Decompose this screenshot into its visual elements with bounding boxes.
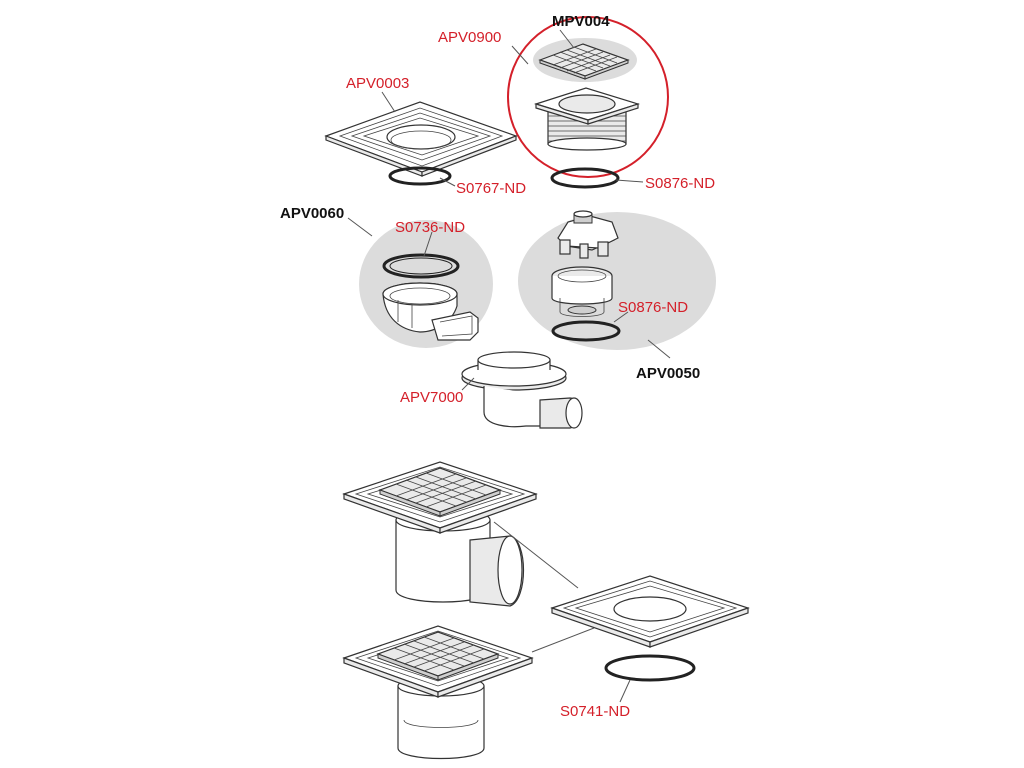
label-s0876-top: S0876-ND — [645, 175, 715, 192]
leader-lines — [347, 29, 671, 703]
mpv004-grate — [538, 43, 630, 80]
assembled-drain-upper — [342, 461, 538, 607]
exploded-flange — [550, 575, 750, 648]
label-s0767: S0767-ND — [456, 180, 526, 197]
assembled-drain-lower — [342, 625, 534, 760]
s0741-ring — [604, 654, 696, 682]
apv0060-assembly — [359, 220, 493, 348]
label-apv0003: APV0003 — [346, 75, 409, 92]
apv0900-assembly — [507, 16, 669, 178]
label-s0876-mid: S0876-ND — [618, 299, 688, 316]
apv0003-flange — [324, 101, 518, 177]
label-mpv004: MPV004 — [552, 13, 610, 30]
label-apv0060: APV0060 — [280, 205, 344, 222]
label-apv7000: APV7000 — [400, 389, 463, 406]
s0876-mid-ring — [551, 320, 621, 342]
s0736-seal — [382, 253, 460, 279]
s0767-ring — [388, 166, 452, 186]
connector-line-upper — [493, 521, 579, 589]
label-s0741: S0741-ND — [560, 703, 630, 720]
connector-line-lower — [531, 627, 595, 653]
label-apv0900: APV0900 — [438, 29, 501, 46]
label-s0736: S0736-ND — [395, 219, 465, 236]
s0876-top-ring — [550, 167, 620, 189]
apv0900-frame — [533, 87, 641, 151]
apv0050-assembly — [518, 210, 716, 350]
label-apv0050: APV0050 — [636, 365, 700, 382]
apv0060-trap — [382, 282, 479, 341]
apv7000-body — [461, 351, 583, 429]
apv0050-odor-trap — [551, 210, 619, 317]
